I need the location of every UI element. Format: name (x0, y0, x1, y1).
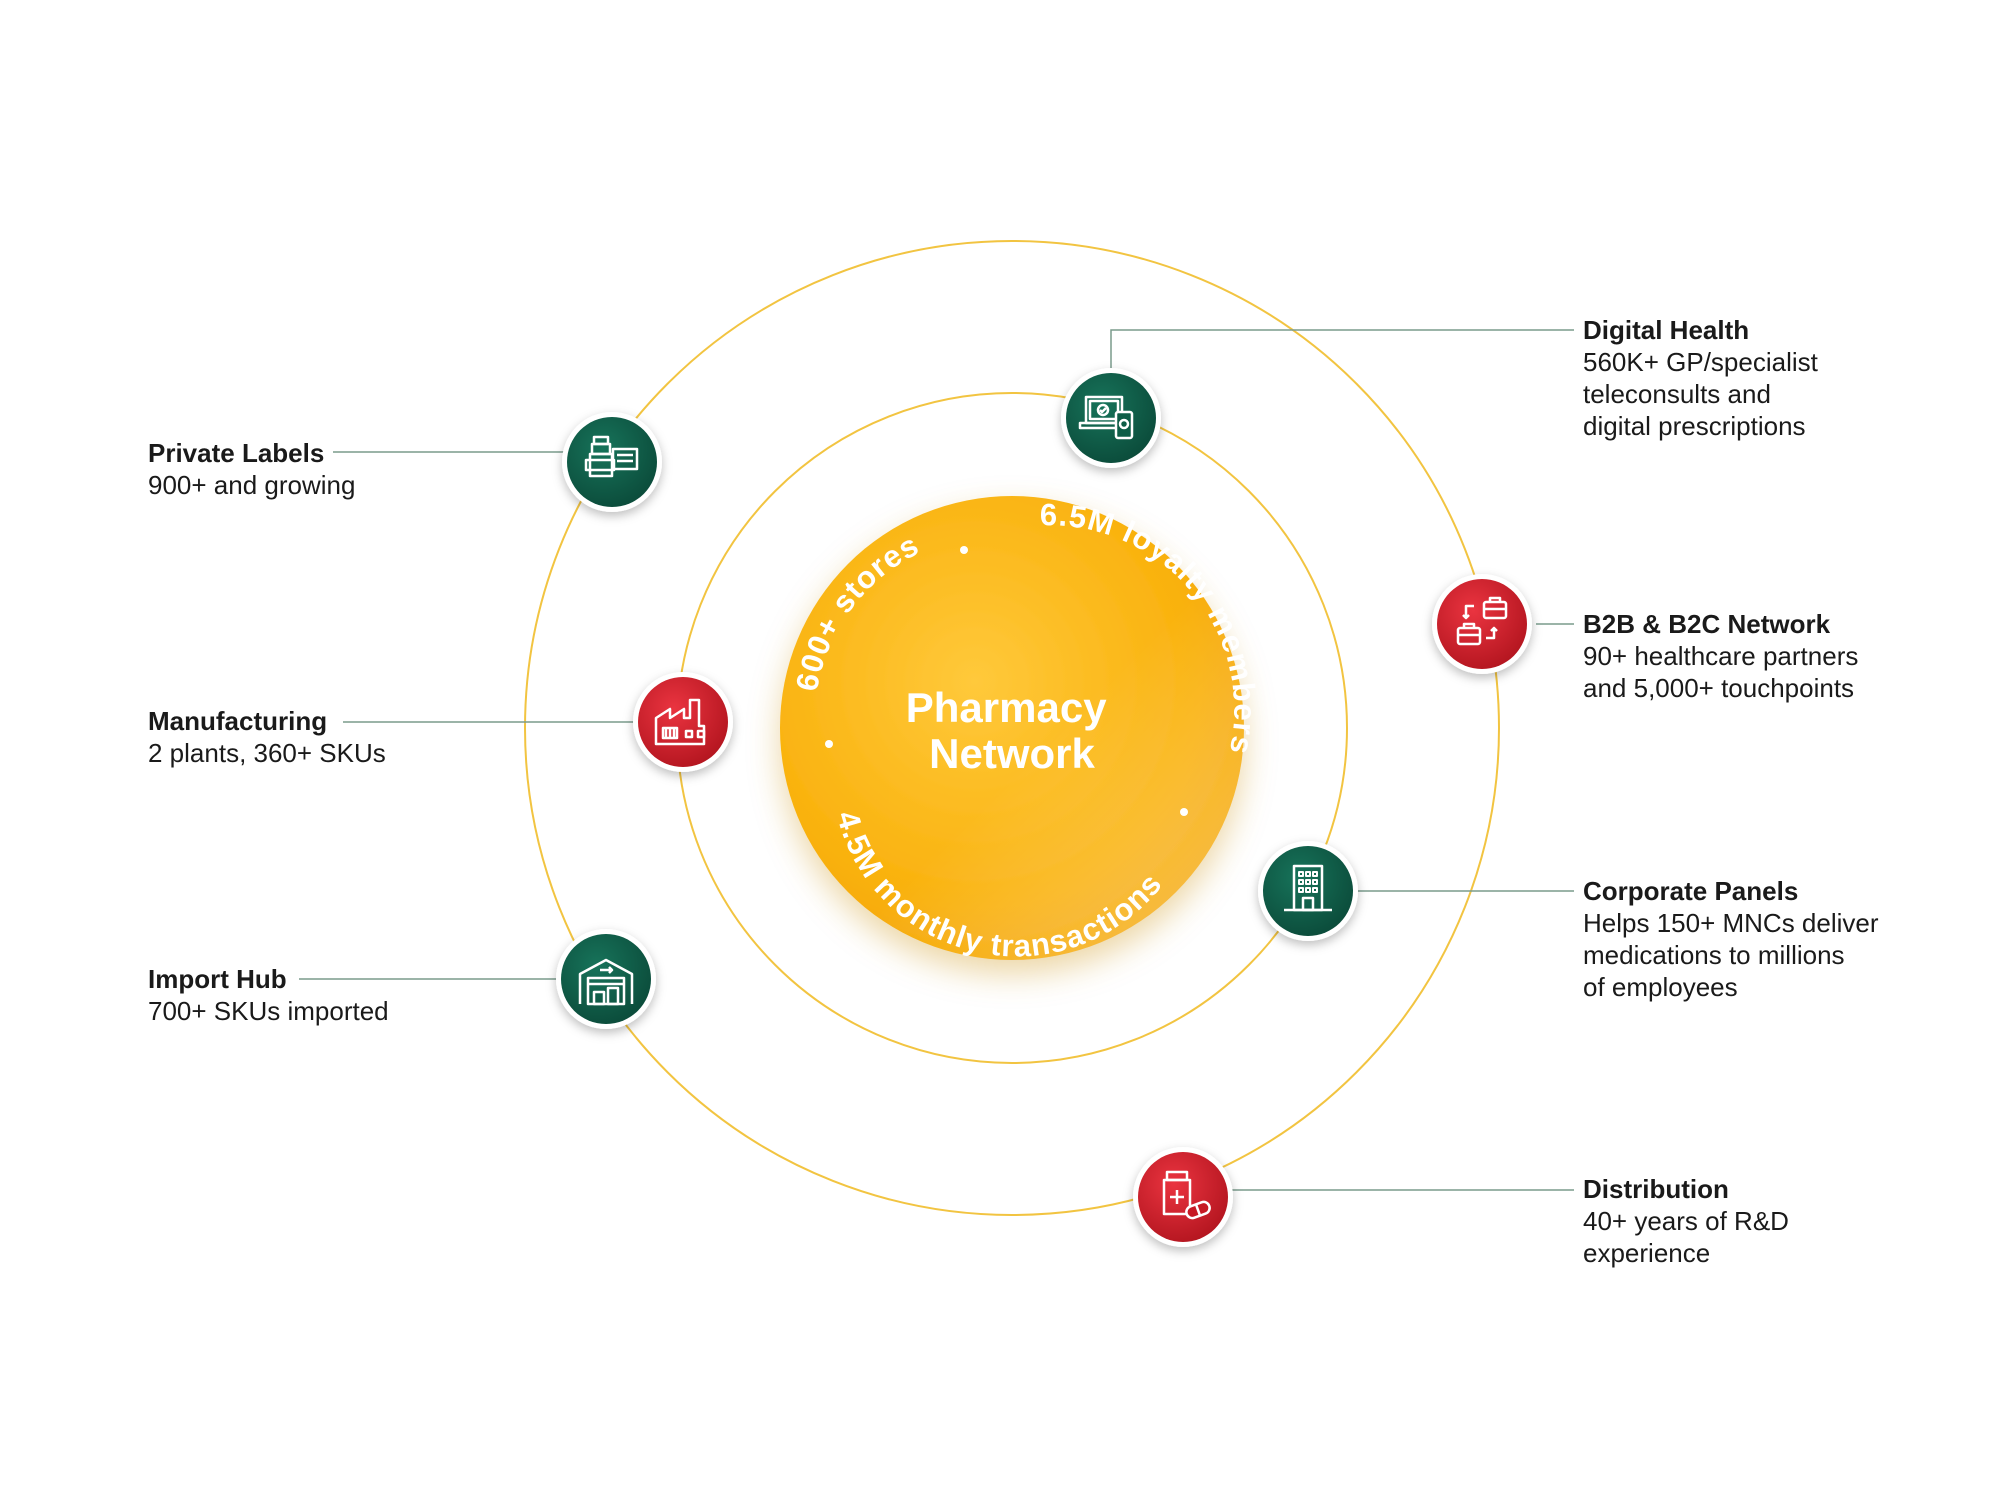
warehouse-icon (578, 958, 634, 1006)
separator-dot (1180, 808, 1188, 816)
label-private-labels: Private Labels 900+ and growing (148, 437, 355, 501)
private-labels-desc: 900+ and growing (148, 470, 356, 500)
core-title-line1: Pharmacy (906, 684, 1107, 731)
private-labels-title: Private Labels (148, 438, 325, 468)
distribution-desc: 40+ years of R&D experience (1583, 1206, 1789, 1268)
connector-lines (299, 329, 1574, 1191)
node-digital-health[interactable] (1061, 368, 1161, 468)
medicine-bottle-label-icon (584, 435, 639, 478)
digital-health-title: Digital Health (1583, 315, 1750, 345)
pill-bottle-icon (1162, 1170, 1211, 1220)
node-distribution[interactable] (1133, 1147, 1233, 1247)
node-import-hub[interactable] (556, 929, 656, 1029)
label-distribution: Distribution 40+ years of R&D experience (1583, 1173, 1789, 1269)
node-private-labels[interactable] (562, 412, 662, 512)
separator-dot (960, 546, 968, 554)
label-manufacturing: Manufacturing 2 plants, 360+ SKUs (148, 705, 386, 769)
factory-icon (654, 698, 706, 746)
node-b2b-b2c[interactable] (1432, 574, 1532, 674)
label-corporate-panels: Corporate Panels Helps 150+ MNCs deliver… (1583, 875, 1879, 1003)
central-core: Pharmacy Network 600+ stores 6.5M loyalt… (780, 496, 1261, 964)
core-title-line2: Network (929, 730, 1095, 777)
node-corporate-panels[interactable] (1258, 841, 1358, 941)
node-manufacturing[interactable] (633, 672, 733, 772)
svg-text:Pharmacy Network: Pharmacy Network (906, 684, 1118, 777)
corporate-panels-desc: Helps 150+ MNCs deliver medications to m… (1583, 908, 1879, 1002)
connector-digital-health (1110, 329, 1574, 372)
laptop-phone-icon (1078, 395, 1134, 440)
import-hub-title: Import Hub (148, 964, 287, 994)
corporate-panels-title: Corporate Panels (1583, 876, 1799, 906)
manufacturing-title: Manufacturing (148, 706, 328, 736)
label-import-hub: Import Hub 700+ SKUs imported (148, 963, 389, 1027)
manufacturing-desc: 2 plants, 360+ SKUs (148, 738, 386, 768)
outer-ring (524, 240, 1500, 1216)
office-building-icon (1284, 864, 1332, 912)
distribution-title: Distribution (1583, 1174, 1729, 1204)
import-hub-desc: 700+ SKUs imported (148, 996, 389, 1026)
briefcase-exchange-icon (1456, 596, 1508, 646)
b2b-b2c-desc: 90+ healthcare partners and 5,000+ touch… (1583, 641, 1859, 703)
b2b-b2c-title: B2B & B2C Network (1583, 609, 1831, 639)
separator-dot (825, 740, 833, 748)
label-digital-health: Digital Health 560K+ GP/specialist telec… (1583, 314, 1818, 442)
label-b2b-b2c: B2B & B2C Network 90+ healthcare partner… (1583, 608, 1858, 704)
digital-health-desc: 560K+ GP/specialist teleconsults and dig… (1583, 347, 1818, 441)
